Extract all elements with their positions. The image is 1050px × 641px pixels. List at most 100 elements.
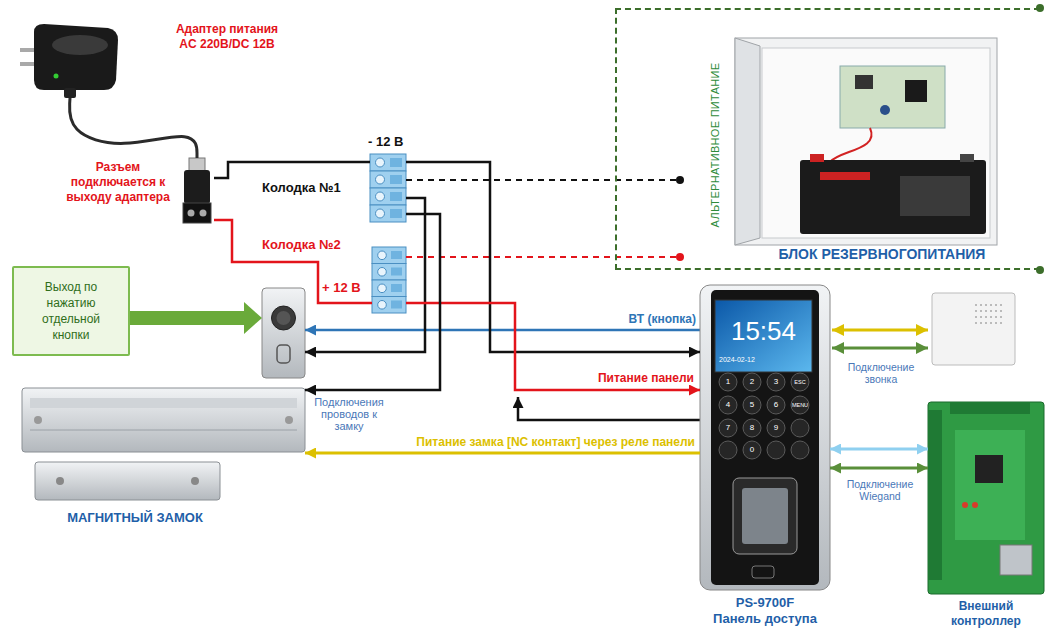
controller-picture-part xyxy=(928,402,1044,594)
note-text: Выход по нажатию отдельной кнопки xyxy=(22,279,120,343)
power-adapter: Адаптер питания AC 220В/DC 12В xyxy=(28,20,290,98)
backup-region: АЛЬТЕРНАТИВНОЕ ПИТАНИЕ БЛОК РЕЗЕРВНОГОПИТ… xyxy=(615,8,1040,270)
terminal-block-picture-part xyxy=(370,171,406,188)
edge-label: Подключение Wiegand xyxy=(838,478,922,502)
terminal-block-picture-part xyxy=(372,247,406,264)
terminal-block-picture-part xyxy=(378,284,387,293)
terminal-block-picture-part xyxy=(376,192,385,201)
key-label: 2 xyxy=(741,377,763,387)
magnetic-lock-picture-part xyxy=(34,416,42,424)
controller-picture-part xyxy=(972,502,978,508)
device-label: PS-9700F Панель доступа xyxy=(712,595,818,627)
terminal-block-picture-part xyxy=(390,209,402,218)
backup-power-picture-part xyxy=(762,48,990,238)
screen-clock: 15:54 xyxy=(715,316,812,346)
screen-date: 2024-02-12 xyxy=(719,356,779,364)
wire-connector xyxy=(305,452,700,455)
device-label: Адаптер питания AC 220В/DC 12В xyxy=(168,22,286,52)
key-label: 6 xyxy=(765,400,787,410)
adapter-picture-part xyxy=(20,48,35,52)
backup-power-picture-part xyxy=(900,176,970,216)
dc-plug-picture-part xyxy=(188,210,195,217)
adapter-picture-part xyxy=(54,74,59,79)
key-label: 7 xyxy=(717,423,739,433)
access-panel-picture-part xyxy=(700,285,830,590)
terminal-block-picture-part xyxy=(370,205,406,222)
controller: Внешний контроллер xyxy=(928,402,1044,594)
wire-part xyxy=(305,198,425,352)
key-label: ESC xyxy=(789,379,811,386)
dc-connector: Разъем подключается к выходу адаптера xyxy=(62,158,214,246)
access-panel-picture-part xyxy=(711,290,819,585)
wire-dot-part xyxy=(1036,266,1044,274)
magnetic-lock: МАГНИТНЫЙ ЗАМОК xyxy=(20,378,305,503)
wire-connector xyxy=(406,303,700,390)
magnetic-lock-picture-part xyxy=(30,430,297,431)
terminal-block-picture-part xyxy=(376,175,385,184)
terminal-block-picture-part xyxy=(391,284,402,292)
vertical-label: АЛЬТЕРНАТИВНОЕ ПИТАНИЕ xyxy=(709,63,722,228)
wire-connector xyxy=(830,448,928,451)
magnetic-lock-picture-part xyxy=(30,398,297,408)
wire-part xyxy=(615,256,680,258)
backup-power-picture-part xyxy=(855,75,873,89)
backup-power-picture-part xyxy=(820,172,870,180)
exit-button-picture-part xyxy=(272,306,296,330)
terminal-block-picture-part xyxy=(370,154,406,171)
edge-label: Питание панели xyxy=(560,371,694,385)
key-label: MENU xyxy=(789,402,811,409)
exit-button-picture xyxy=(262,288,305,378)
wire-connector xyxy=(214,162,370,178)
terminal-block-picture-part xyxy=(372,297,406,314)
dc-plug-picture-part xyxy=(189,158,205,172)
access-panel-picture-part xyxy=(742,488,788,544)
access-panel-picture-part xyxy=(791,441,809,459)
green-arrow xyxy=(130,302,262,334)
green-arrow-part xyxy=(244,302,262,334)
backup-power-picture-part xyxy=(960,154,974,162)
wire-connector xyxy=(69,98,197,158)
wire-dot-part xyxy=(676,176,684,184)
doorbell-picture-part xyxy=(975,310,1005,312)
backup-power-picture-part xyxy=(735,38,760,245)
terminal-block-picture-part xyxy=(390,175,402,184)
controller-picture-part xyxy=(962,502,968,508)
access-panel-picture-part xyxy=(752,566,774,578)
note-label: Подключения проводов к замку xyxy=(308,396,390,432)
exit-button-picture-part xyxy=(277,345,290,363)
wire-connector xyxy=(406,256,615,258)
controller-picture-part xyxy=(950,402,1030,414)
voltage-label: + 12 В xyxy=(322,280,361,295)
terminal-block: Колодка №2+ 12 В xyxy=(372,247,406,313)
wire-part xyxy=(305,329,700,332)
exit-button-picture-part xyxy=(277,311,291,325)
edge-label: Питание замка [NC контакт] через реле па… xyxy=(380,436,695,449)
device-label: БЛОК РЕЗЕРВНОГОПИТАНИЯ xyxy=(757,246,1007,263)
terminal-block-picture-part xyxy=(376,209,385,218)
access-panel-picture-part xyxy=(767,441,785,459)
terminal-block-picture-part xyxy=(390,158,402,167)
doorbell-picture-part xyxy=(975,316,1005,318)
adapter-picture-part xyxy=(64,88,76,98)
wire-part xyxy=(832,329,928,332)
backup-power-picture-part xyxy=(830,128,872,162)
dc-plug-picture-part xyxy=(184,170,210,204)
terminal-block-picture-part xyxy=(378,268,387,277)
note-box: Выход по нажатию отдельной кнопки xyxy=(12,266,130,356)
magnetic-lock-picture-part xyxy=(22,388,305,452)
terminal-block-picture-part xyxy=(390,192,402,201)
wire-part xyxy=(832,347,928,350)
wire-connector xyxy=(406,162,700,352)
key-label: 9 xyxy=(765,423,787,433)
magnetic-lock-picture-part xyxy=(35,462,220,500)
note-label: Подключение звонка xyxy=(842,361,920,385)
adapter-picture-part xyxy=(34,24,118,90)
backup-power-picture-part xyxy=(840,66,945,128)
terminal-block-picture-part xyxy=(372,264,406,281)
access-panel-picture-part xyxy=(791,419,809,437)
wire-dot xyxy=(676,4,1044,274)
